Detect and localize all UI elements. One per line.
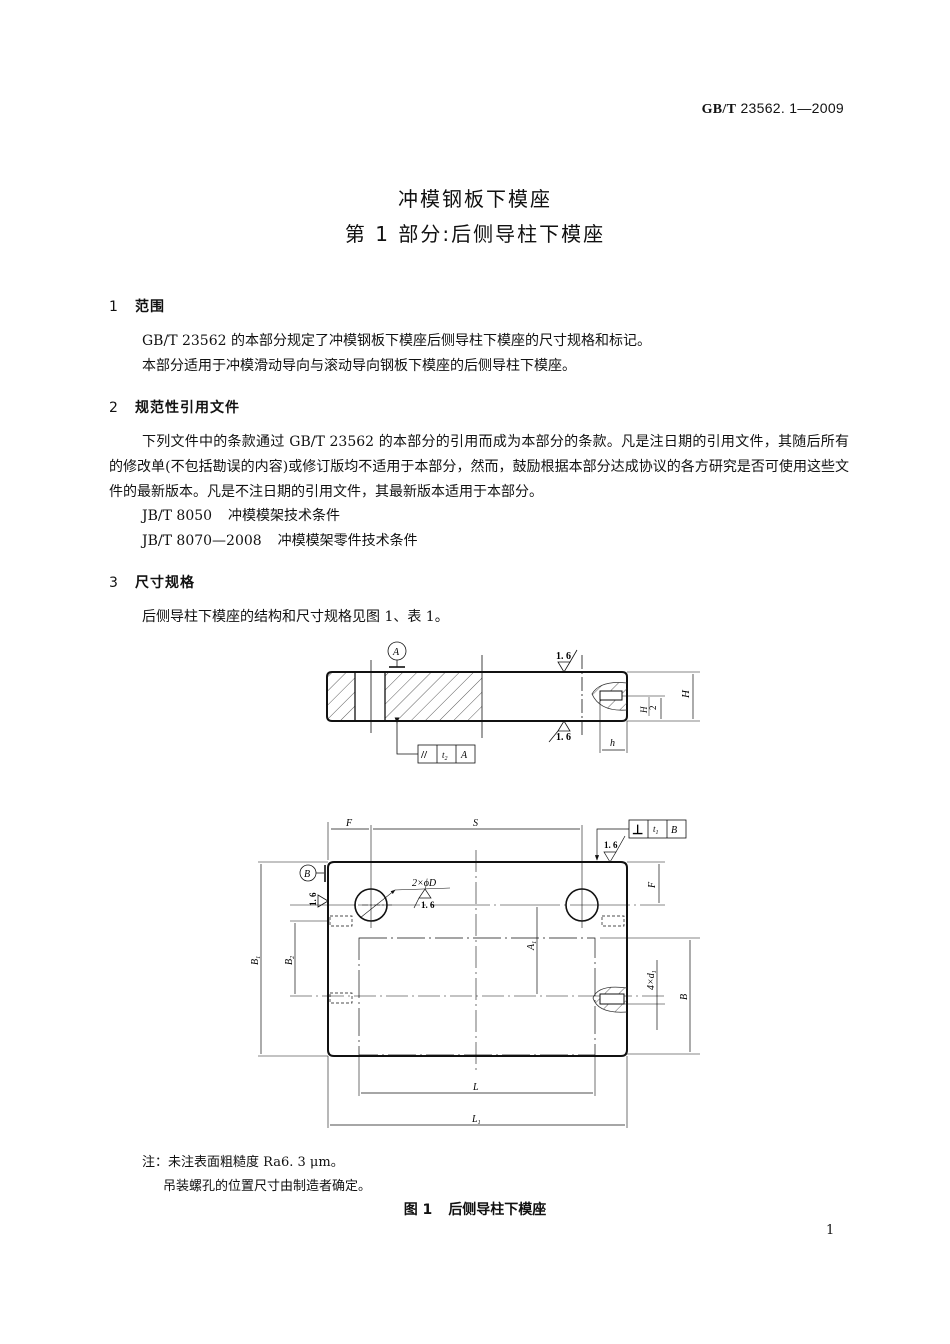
svg-text:H: H — [680, 689, 692, 699]
svg-text:1. 6: 1. 6 — [604, 840, 618, 850]
svg-text:A1: A1 — [526, 941, 538, 951]
plan-view: B 1. 6 2×ϕD 1. 6 F S ⊥ t1 B 1. 6 F — [250, 818, 700, 1128]
reference-item: JB/T 8070—2008 冲模模架零件技术条件 — [142, 530, 418, 550]
figure-note-2: 吊装螺孔的位置尺寸由制造者确定。 — [163, 1179, 372, 1194]
svg-text:2×ϕD: 2×ϕD — [412, 878, 437, 889]
svg-text:t2: t2 — [442, 750, 448, 762]
svg-text:B: B — [671, 825, 677, 836]
standard-code: GB/T 23562. 1—2009 — [0, 100, 844, 118]
standard-prefix: GB/T — [701, 102, 737, 117]
svg-text:H: H — [639, 706, 649, 714]
figure-number: 图 1 — [403, 1202, 433, 1218]
page-number: 1 — [826, 1223, 835, 1238]
note-label: 注： — [142, 1155, 169, 1170]
svg-text:B2: B2 — [284, 956, 296, 965]
svg-text:1. 6: 1. 6 — [556, 651, 571, 662]
svg-text:L: L — [472, 1082, 479, 1093]
svg-text:1. 6: 1. 6 — [421, 900, 435, 910]
svg-text:A: A — [392, 647, 400, 658]
figure-title: 后侧导柱下模座 — [448, 1202, 547, 1218]
svg-text:⊥: ⊥ — [632, 822, 643, 837]
section-2-heading: 2 规范性引用文件 — [109, 397, 240, 417]
section-number: 3 — [109, 575, 119, 591]
svg-text:2: 2 — [648, 706, 658, 711]
svg-text:1. 6: 1. 6 — [556, 732, 571, 743]
reference-code: JB/T 8050 — [142, 508, 213, 524]
svg-text:t1: t1 — [653, 824, 659, 836]
reference-title: 冲模模架技术条件 — [228, 508, 341, 524]
figure-note-1: 注：未注表面粗糙度 Ra6. 3 μm。 — [142, 1151, 344, 1170]
section-number: 1 — [109, 299, 119, 315]
svg-text:A: A — [460, 750, 468, 761]
section-title: 尺寸规格 — [135, 575, 195, 591]
section-3-heading: 3 尺寸规格 — [109, 572, 195, 592]
note-text: 未注表面粗糙度 Ra6. 3 μm。 — [168, 1155, 344, 1170]
section-title: 规范性引用文件 — [135, 400, 240, 416]
standard-number: 23562. 1—2009 — [740, 100, 844, 116]
section-1-paragraph-2: 本部分适用于冲模滑动导向与滚动导向钢板下模座的后侧导柱下模座。 — [142, 358, 576, 374]
svg-text:S: S — [473, 818, 478, 829]
document-title: 冲模钢板下模座 — [398, 187, 552, 211]
section-number: 2 — [109, 400, 119, 416]
section-2-paragraph: 下列文件中的条款通过 GB/T 23562 的本部分的引用而成为本部分的条款。凡… — [109, 434, 849, 500]
document-subtitle: 第 1 部分:后侧导柱下模座 — [344, 222, 606, 246]
svg-text:L1: L1 — [471, 1114, 481, 1126]
figure-caption: 图 1 后侧导柱下模座 — [0, 1199, 950, 1219]
svg-text://: // — [420, 749, 428, 761]
section-1-heading: 1 范围 — [109, 296, 165, 316]
reference-code: JB/T 8070—2008 — [142, 533, 262, 549]
svg-text:B: B — [304, 869, 310, 880]
svg-text:B1: B1 — [250, 956, 262, 965]
section-title: 范围 — [135, 299, 165, 315]
svg-text:B: B — [679, 994, 690, 1000]
svg-text:F: F — [647, 881, 658, 889]
svg-text:F: F — [345, 818, 353, 829]
reference-item: JB/T 8050 冲模模架技术条件 — [142, 505, 340, 525]
reference-title: 冲模模架零件技术条件 — [277, 533, 418, 549]
svg-text:h: h — [610, 738, 615, 749]
section-3-paragraph: 后侧导柱下模座的结构和尺寸规格见图 1、表 1。 — [142, 609, 449, 625]
side-view: A 1. 6 1. 6 // t2 A H H 2 h — [326, 641, 700, 764]
svg-text:1. 6: 1. 6 — [308, 892, 318, 906]
svg-text:4×d1: 4×d1 — [646, 970, 658, 990]
section-1-paragraph-1: GB/T 23562 的本部分规定了冲模钢板下模座后侧导柱下模座的尺寸规格和标记… — [142, 333, 651, 349]
